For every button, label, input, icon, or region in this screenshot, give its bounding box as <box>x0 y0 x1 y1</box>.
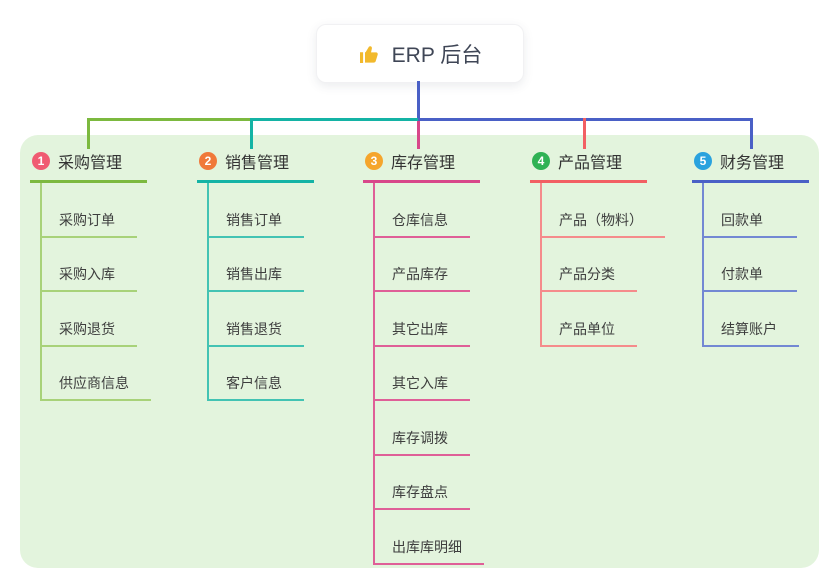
child-label: 付款单 <box>721 266 763 282</box>
child-label: 销售出库 <box>226 266 282 282</box>
child-label: 出库库明细 <box>392 538 462 555</box>
drop-line-purchase <box>87 118 90 149</box>
drop-line-inventory <box>417 121 420 149</box>
child-node[interactable]: 销售出库 <box>207 237 304 292</box>
child-node[interactable]: 产品库存 <box>373 237 470 292</box>
branch-label: 财务管理 <box>720 155 785 172</box>
child-node[interactable]: 销售订单 <box>207 183 304 238</box>
drop-line-product <box>583 118 586 149</box>
branch-number-badge: 3 <box>365 152 383 170</box>
branch-number-badge: 1 <box>32 152 50 170</box>
child-node[interactable]: 供应商信息 <box>40 346 151 401</box>
branch-label: 产品管理 <box>558 155 623 172</box>
branch-children: 仓库信息产品库存其它出库其它入库库存调拨库存盘点出库库明细 <box>373 183 484 565</box>
branch-node[interactable]: 4 产品管理 <box>530 149 647 183</box>
child-node[interactable]: 采购入库 <box>40 237 137 292</box>
child-label: 采购入库 <box>59 266 115 282</box>
child-node[interactable]: 客户信息 <box>207 346 304 401</box>
child-node[interactable]: 付款单 <box>702 237 797 292</box>
branch-children: 产品（物料） 产品分类产品单位 <box>540 183 665 347</box>
branch-node[interactable]: 3 库存管理 <box>363 149 480 183</box>
branch-number-badge: 4 <box>532 152 550 170</box>
branch-label: 销售管理 <box>225 155 290 172</box>
child-node[interactable]: 产品分类 <box>540 237 637 292</box>
child-node[interactable]: 其它出库 <box>373 292 470 347</box>
child-label: 采购退货 <box>59 320 115 337</box>
child-node[interactable]: 库存调拨 <box>373 401 470 456</box>
branch-number-badge: 5 <box>694 152 712 170</box>
branch-column-5: 5 财务管理 回款单付款单结算账户 <box>692 149 809 347</box>
drop-line-finance <box>750 118 753 149</box>
branch-node[interactable]: 2 销售管理 <box>197 149 314 183</box>
child-label: 供应商信息 <box>59 375 129 391</box>
child-label: 客户信息 <box>226 375 282 391</box>
child-label: 库存调拨 <box>392 429 448 446</box>
drop-line-sales <box>250 118 253 149</box>
branch-column-4: 4 产品管理 产品（物料） 产品分类产品单位 <box>530 149 665 347</box>
child-label: 回款单 <box>721 211 763 228</box>
child-node[interactable]: 产品单位 <box>540 292 637 347</box>
child-label: 产品分类 <box>559 266 615 282</box>
branch-label: 采购管理 <box>58 155 123 172</box>
child-node[interactable]: 仓库信息 <box>373 183 470 238</box>
child-node[interactable]: 库存盘点 <box>373 455 470 510</box>
child-label: 销售退货 <box>226 320 282 337</box>
branch-children: 回款单付款单结算账户 <box>702 183 809 347</box>
branch-label: 库存管理 <box>391 155 456 172</box>
root-node-erp[interactable]: ERP 后台 <box>316 24 524 83</box>
branch-column-3: 3 库存管理 仓库信息产品库存其它出库其它入库库存调拨库存盘点出库库明细 <box>363 149 484 565</box>
child-node[interactable]: 产品（物料） <box>540 183 665 238</box>
branch-children: 采购订单采购入库采购退货供应商信息 <box>40 183 151 401</box>
child-node[interactable]: 出库库明细 <box>373 510 484 565</box>
child-label: 其它入库 <box>392 375 448 391</box>
child-label: 销售订单 <box>226 211 282 228</box>
child-node[interactable]: 回款单 <box>702 183 797 238</box>
child-node[interactable]: 其它入库 <box>373 346 470 401</box>
branch-children: 销售订单销售出库销售退货客户信息 <box>207 183 314 401</box>
child-node[interactable]: 销售退货 <box>207 292 304 347</box>
child-label: 库存盘点 <box>392 484 448 500</box>
branch-number-badge: 2 <box>199 152 217 170</box>
child-label: 产品库存 <box>392 266 448 282</box>
child-label: 仓库信息 <box>392 211 448 228</box>
child-label: 产品（物料） <box>559 211 643 228</box>
branch-column-2: 2 销售管理 销售订单销售出库销售退货客户信息 <box>197 149 314 401</box>
root-drop-line <box>417 81 420 119</box>
thumbs-up-icon <box>359 45 378 63</box>
branch-column-1: 1 采购管理 采购订单采购入库采购退货供应商信息 <box>30 149 151 401</box>
rail-left-green <box>87 118 252 121</box>
branch-node[interactable]: 5 财务管理 <box>692 149 809 183</box>
root-title: ERP 后台 <box>391 43 483 67</box>
child-label: 采购订单 <box>59 211 115 228</box>
child-node[interactable]: 采购退货 <box>40 292 137 347</box>
child-node[interactable]: 结算账户 <box>702 292 799 347</box>
child-label: 产品单位 <box>559 320 615 337</box>
child-label: 其它出库 <box>392 320 448 337</box>
child-node[interactable]: 采购订单 <box>40 183 137 238</box>
branch-node[interactable]: 1 采购管理 <box>30 149 147 183</box>
branches-panel <box>20 135 819 568</box>
child-label: 结算账户 <box>721 320 777 337</box>
rail-mid-teal <box>252 118 418 121</box>
